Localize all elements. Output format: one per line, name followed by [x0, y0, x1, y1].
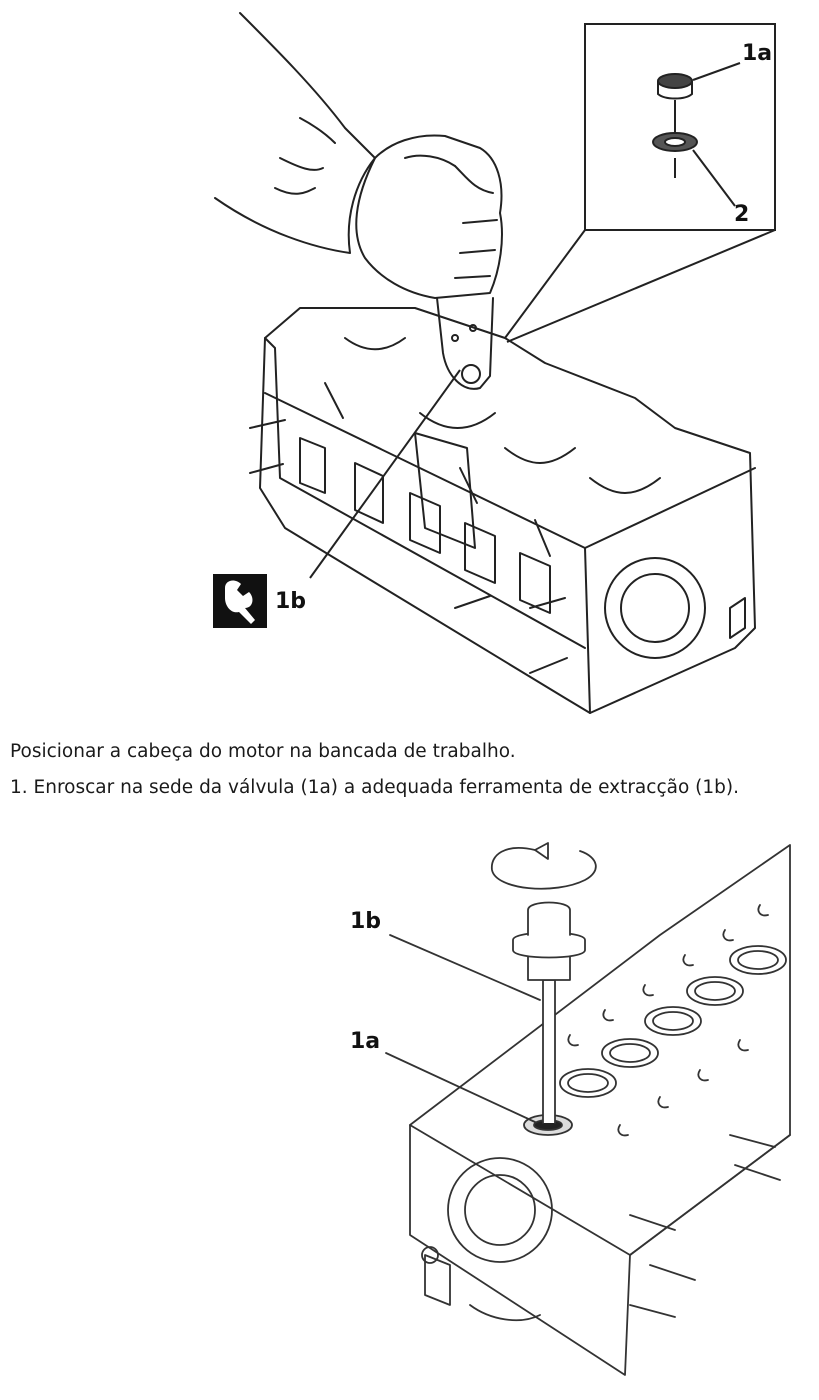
figure-tool-in-valve-seat: 1b 1a — [350, 842, 791, 1376]
wrench-icon — [213, 574, 267, 628]
engine-block-drawing — [409, 844, 791, 1376]
callout-1b: 1b — [275, 589, 306, 614]
arm-sleeve-drawing — [214, 12, 376, 254]
figure-engine-head-with-tool: 1a 2 1b — [213, 12, 776, 714]
callout-1a: 1a — [742, 41, 772, 66]
instruction-line-1: Posicionar a cabeça do motor na bancada … — [10, 741, 516, 762]
callout-1b: 1b — [350, 909, 381, 934]
callout-1a: 1a — [350, 1029, 380, 1054]
rotate-arrow-icon — [491, 842, 597, 890]
extraction-tool-drawing — [436, 297, 494, 390]
instruction-line-2: 1. Enroscar na sede da válvula (1a) a ad… — [10, 777, 739, 798]
detail-inset-box — [584, 23, 776, 231]
callout-2: 2 — [734, 202, 749, 227]
cylinder-head-drawing — [259, 307, 756, 714]
extraction-tool-drawing — [542, 979, 556, 1124]
hand-drawing — [355, 134, 503, 299]
